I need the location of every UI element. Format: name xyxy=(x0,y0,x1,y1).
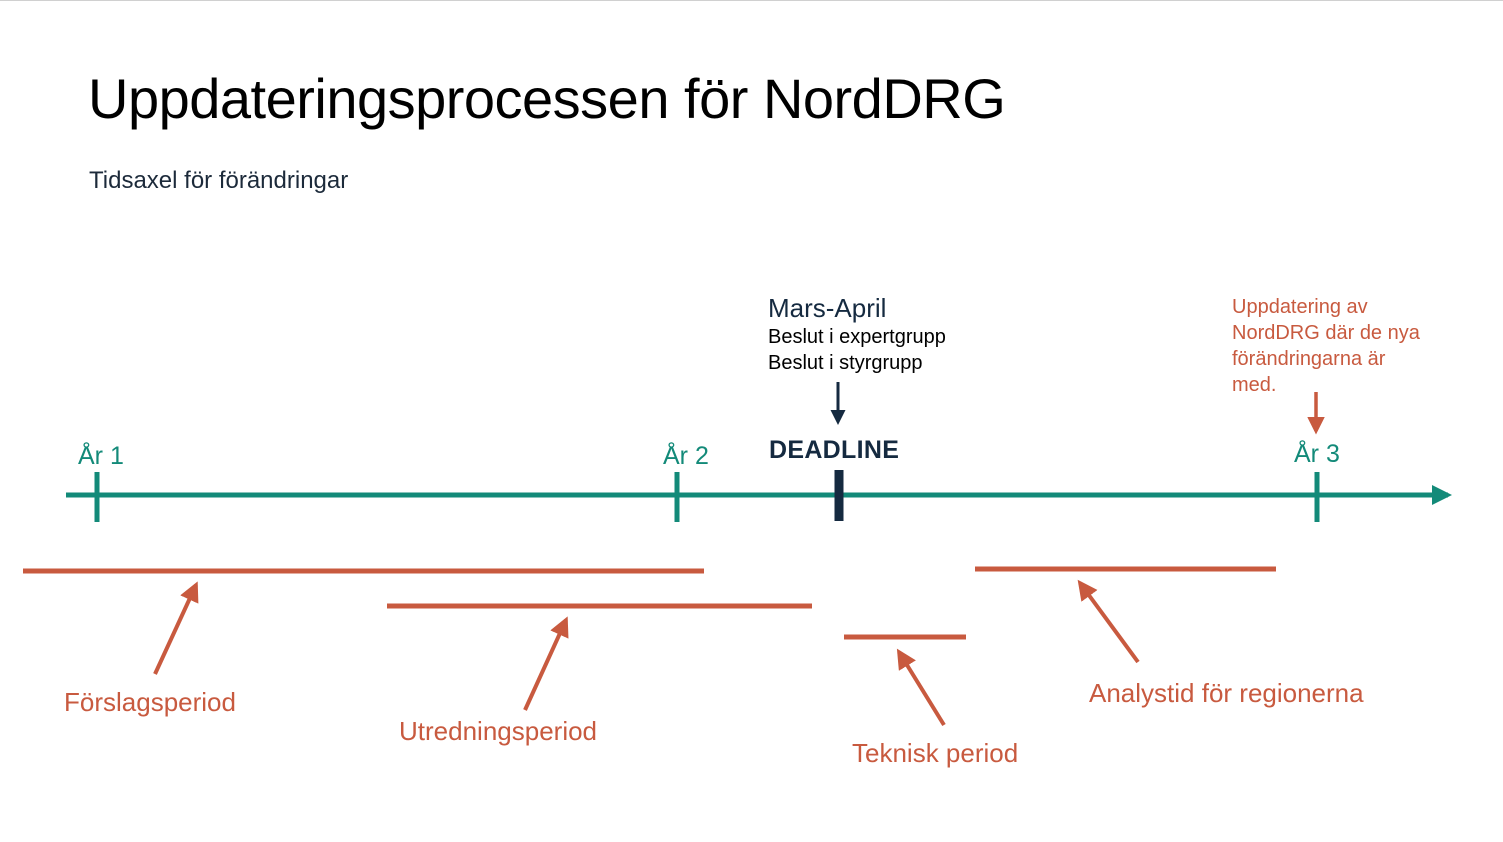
milestone-line: Beslut i expertgrupp xyxy=(768,326,946,348)
teknisk-period-label: Teknisk period xyxy=(852,738,1019,768)
milestone-heading: Mars-April xyxy=(768,293,887,323)
milestone-line: Beslut i styrgrupp xyxy=(768,352,923,374)
update-note-line: Uppdatering av xyxy=(1232,296,1368,318)
update-note-line: NordDRG där de nya xyxy=(1232,322,1420,344)
analystid-arrow xyxy=(1077,579,1140,664)
slide-subtitle: Tidsaxel för förändringar xyxy=(89,167,349,194)
milestone-block: Mars-April Beslut i expertgrupp Beslut i… xyxy=(768,292,946,376)
forslagsperiod-label: Förslagsperiod xyxy=(64,687,236,717)
year-1-label: År 1 xyxy=(78,442,124,470)
year-3-label: År 3 xyxy=(1294,440,1340,468)
forslagsperiod-arrow xyxy=(153,581,199,675)
update-note-line: förändringarna är xyxy=(1232,348,1386,370)
update-note-line: med. xyxy=(1232,374,1277,396)
slide-title: Uppdateringsprocessen för NordDRG xyxy=(88,67,1006,130)
analystid-label: Analystid för regionerna xyxy=(1089,678,1364,708)
teknisk-period-arrow xyxy=(896,648,946,727)
year-2-label: År 2 xyxy=(663,442,709,470)
utredningsperiod-label: Utredningsperiod xyxy=(399,716,598,746)
top-rule xyxy=(0,0,1503,1)
deadline-label: DEADLINE xyxy=(769,436,900,464)
utredningsperiod-arrow xyxy=(523,616,569,711)
update-note: Uppdatering av NordDRG där de nya föränd… xyxy=(1232,294,1420,398)
